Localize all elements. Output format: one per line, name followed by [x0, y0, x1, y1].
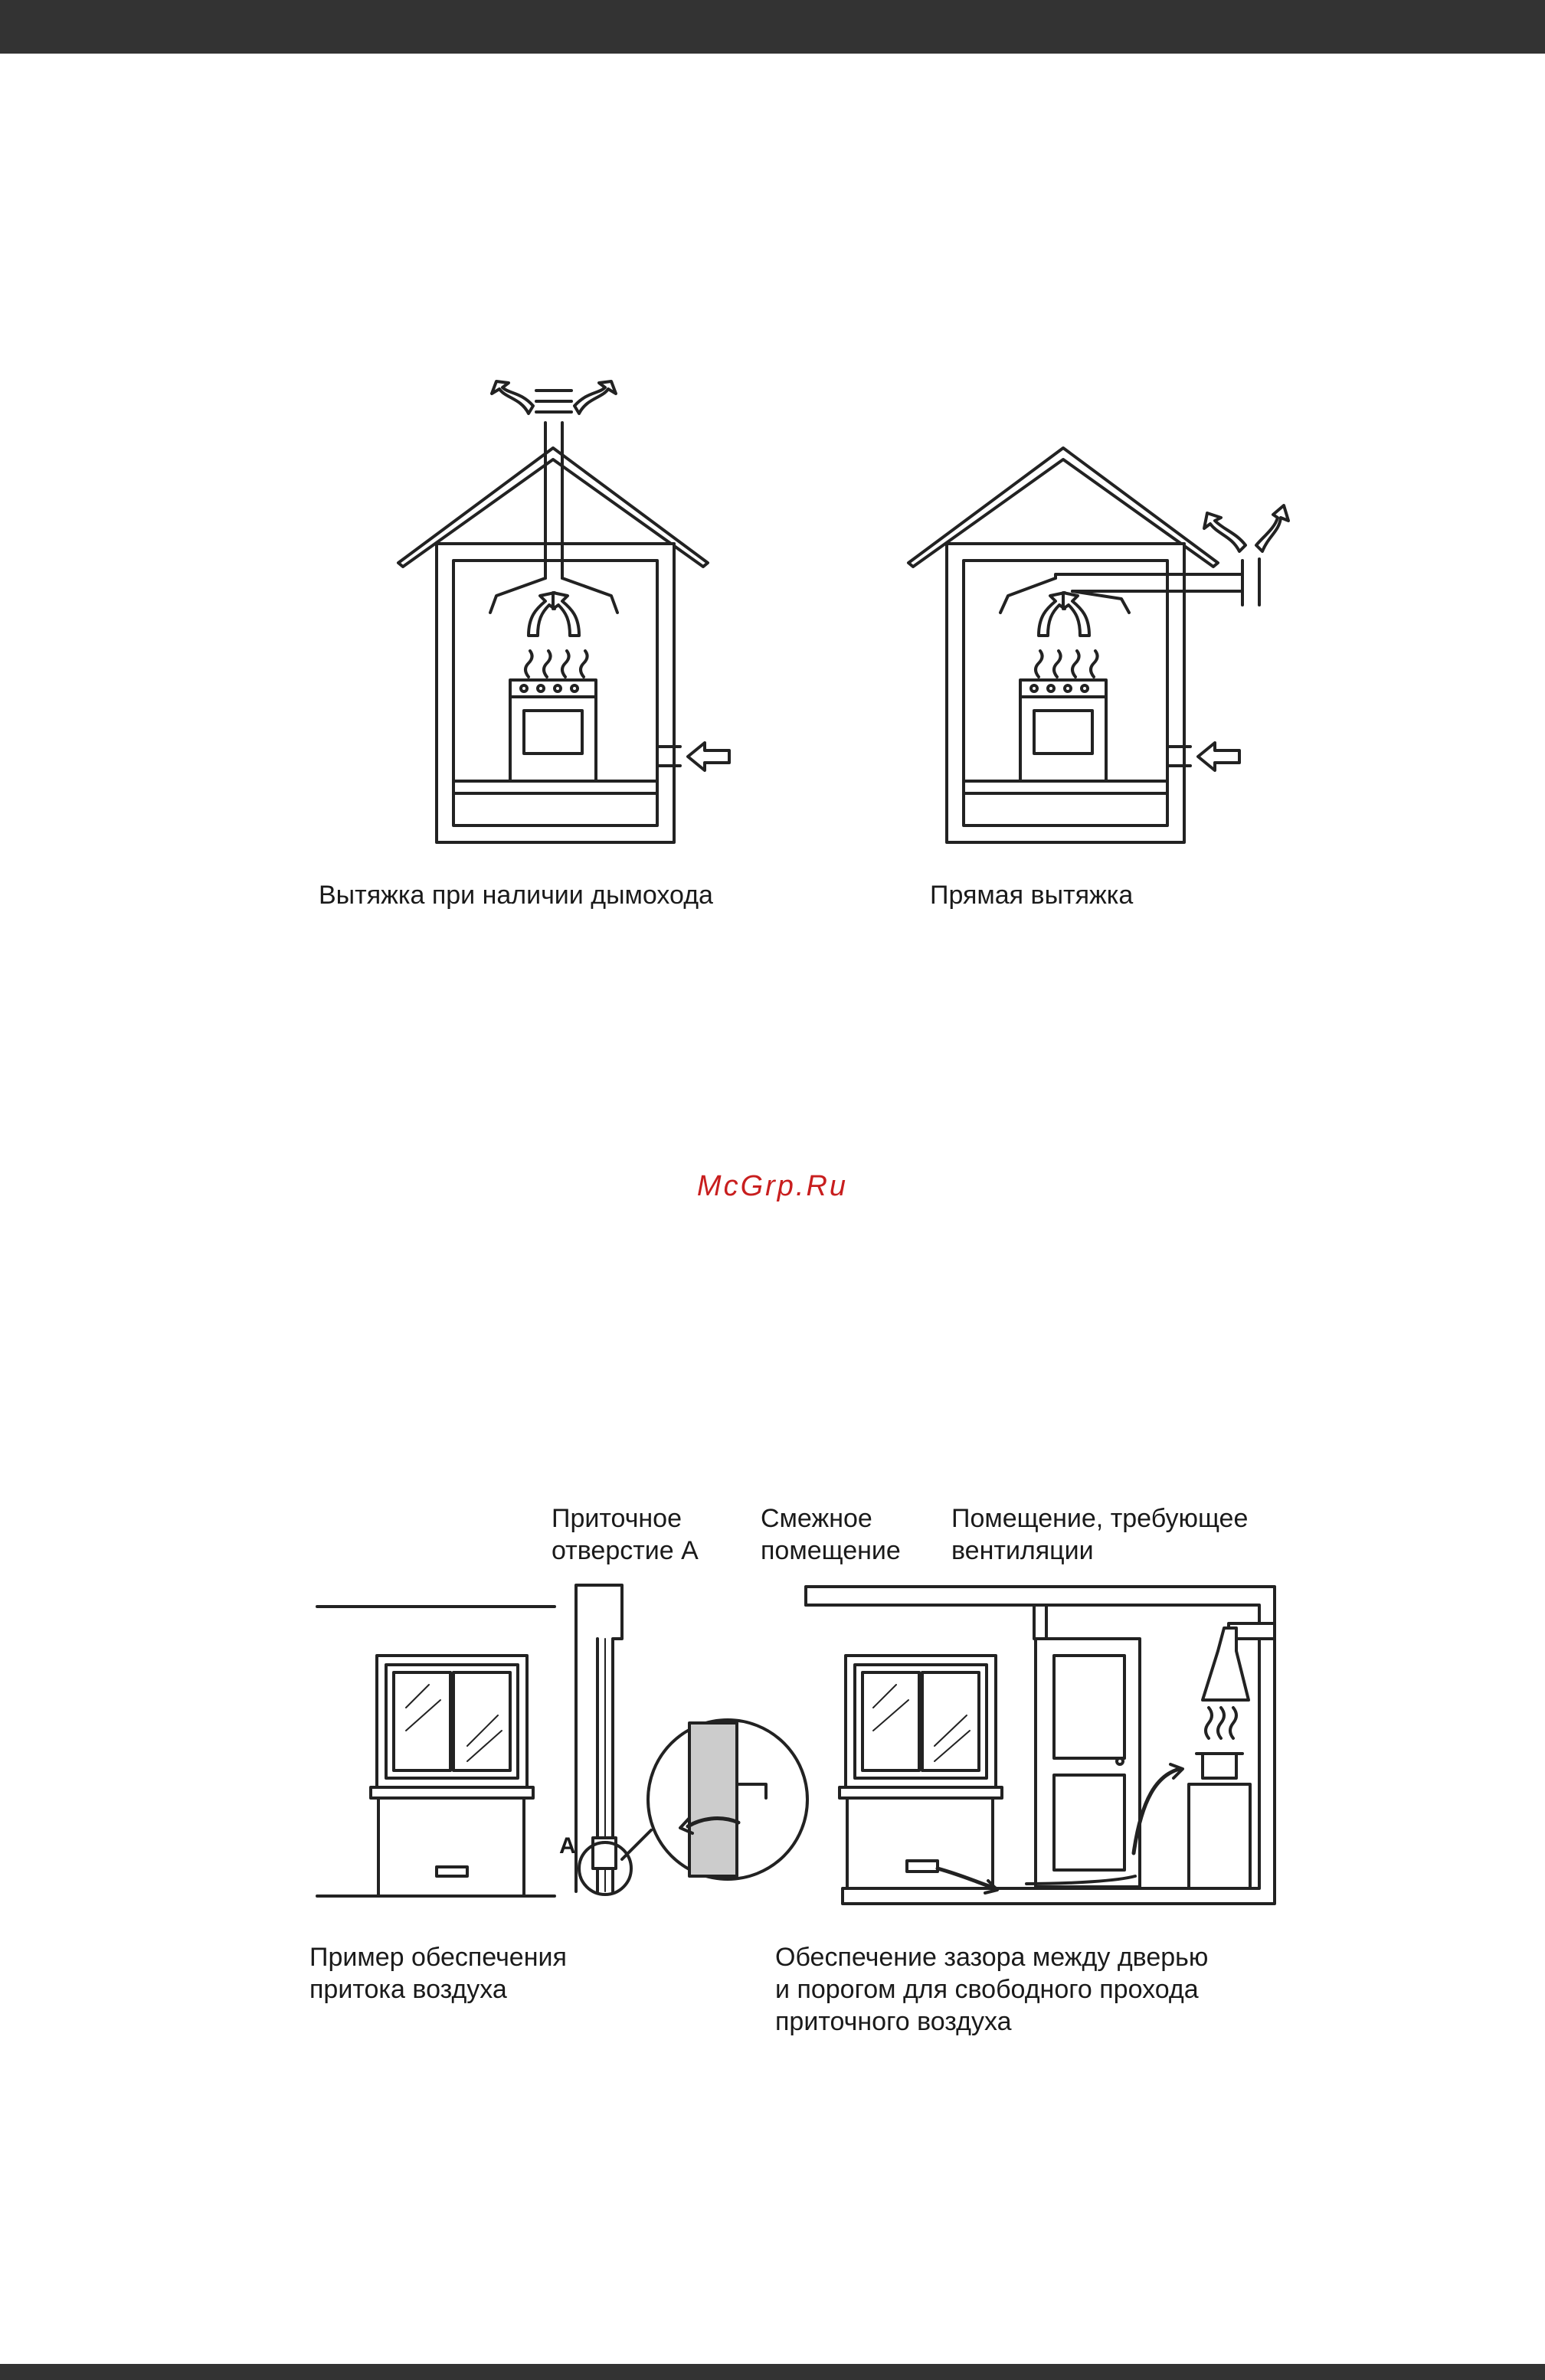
ventilation-diagram-bottom [0, 1455, 1545, 1953]
ventilation-diagram-top [0, 0, 1545, 957]
caption-chimney-exhaust: Вытяжка при наличии дымохода [319, 879, 713, 911]
caption-door-gap: Обеспечение зазора между дверью и порого… [775, 1941, 1208, 2038]
house-with-chimney [398, 381, 729, 842]
right-room-scene [806, 1587, 1275, 1904]
caption-direct-exhaust: Прямая вытяжка [930, 879, 1133, 911]
house-direct-exhaust [908, 448, 1288, 842]
caption-air-supply-example: Пример обеспечения притока воздуха [309, 1941, 567, 2006]
left-room-scene [317, 1585, 807, 1896]
watermark: McGrp.Ru [0, 1170, 1545, 1203]
footer-bar [0, 2362, 1545, 2380]
